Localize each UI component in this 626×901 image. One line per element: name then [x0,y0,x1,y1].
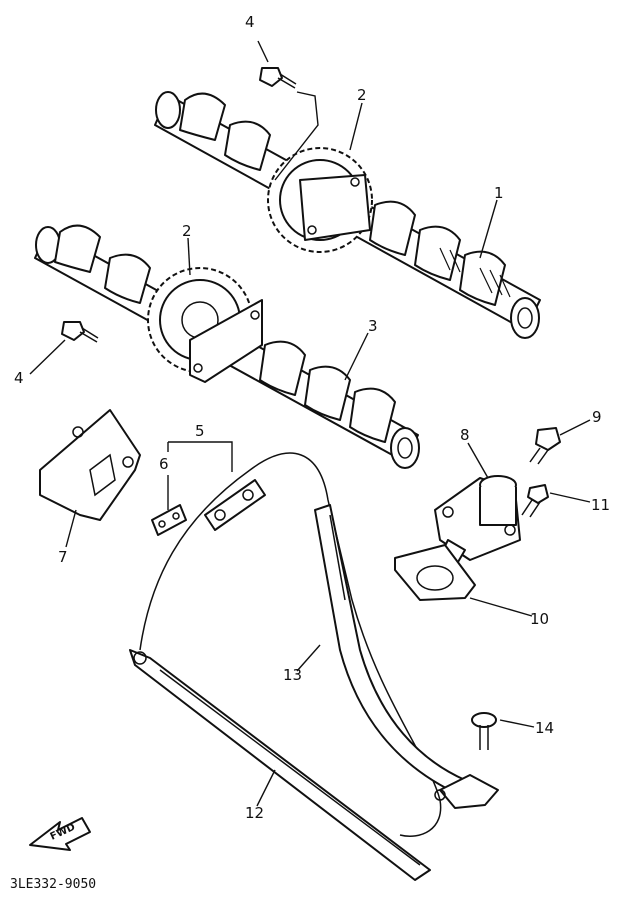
guide-pivot-bracket [434,774,499,809]
guide-pivot-bolt [471,712,497,750]
callout-2-lower: 2 [182,222,192,240]
callout-12: 12 [245,804,264,822]
sprocket-bolt-upper [259,67,297,89]
sprocket-bolt-lower [61,321,99,343]
callout-13: 13 [283,666,302,684]
upper-cam-sprocket [267,147,373,253]
callout-3: 3 [368,317,378,335]
chain-guide-top [39,409,141,521]
callout-2-upper: 2 [357,86,367,104]
callout-14: 14 [535,719,554,737]
chain-guide-long [129,649,431,881]
callout-4-lower: 4 [14,369,24,387]
chain-link-plate [151,504,187,536]
tensioner-gasket [394,544,476,601]
callout-5: 5 [195,422,205,440]
callout-7: 7 [58,548,68,566]
callout-6: 6 [159,455,169,473]
tensioner-cap-bolt [529,427,561,465]
lower-cam-sprocket [147,267,263,383]
forward-direction-arrow: FWD [29,817,91,851]
callout-9: 9 [592,408,602,426]
callout-4-upper: 4 [245,13,255,31]
callout-10: 10 [530,610,549,628]
callout-11: 11 [591,496,610,514]
diagram-code: 3LE332-9050 [10,877,96,892]
callout-8: 8 [460,426,470,444]
leader-lines [29,40,591,807]
chain-tensioner [434,475,521,563]
callout-numbers: 1 2 2 3 4 4 5 6 7 8 9 10 11 12 13 14 [14,13,610,822]
chain-master-link [204,479,266,531]
callout-1: 1 [494,184,504,202]
tensioner-mount-bolt [521,484,549,518]
